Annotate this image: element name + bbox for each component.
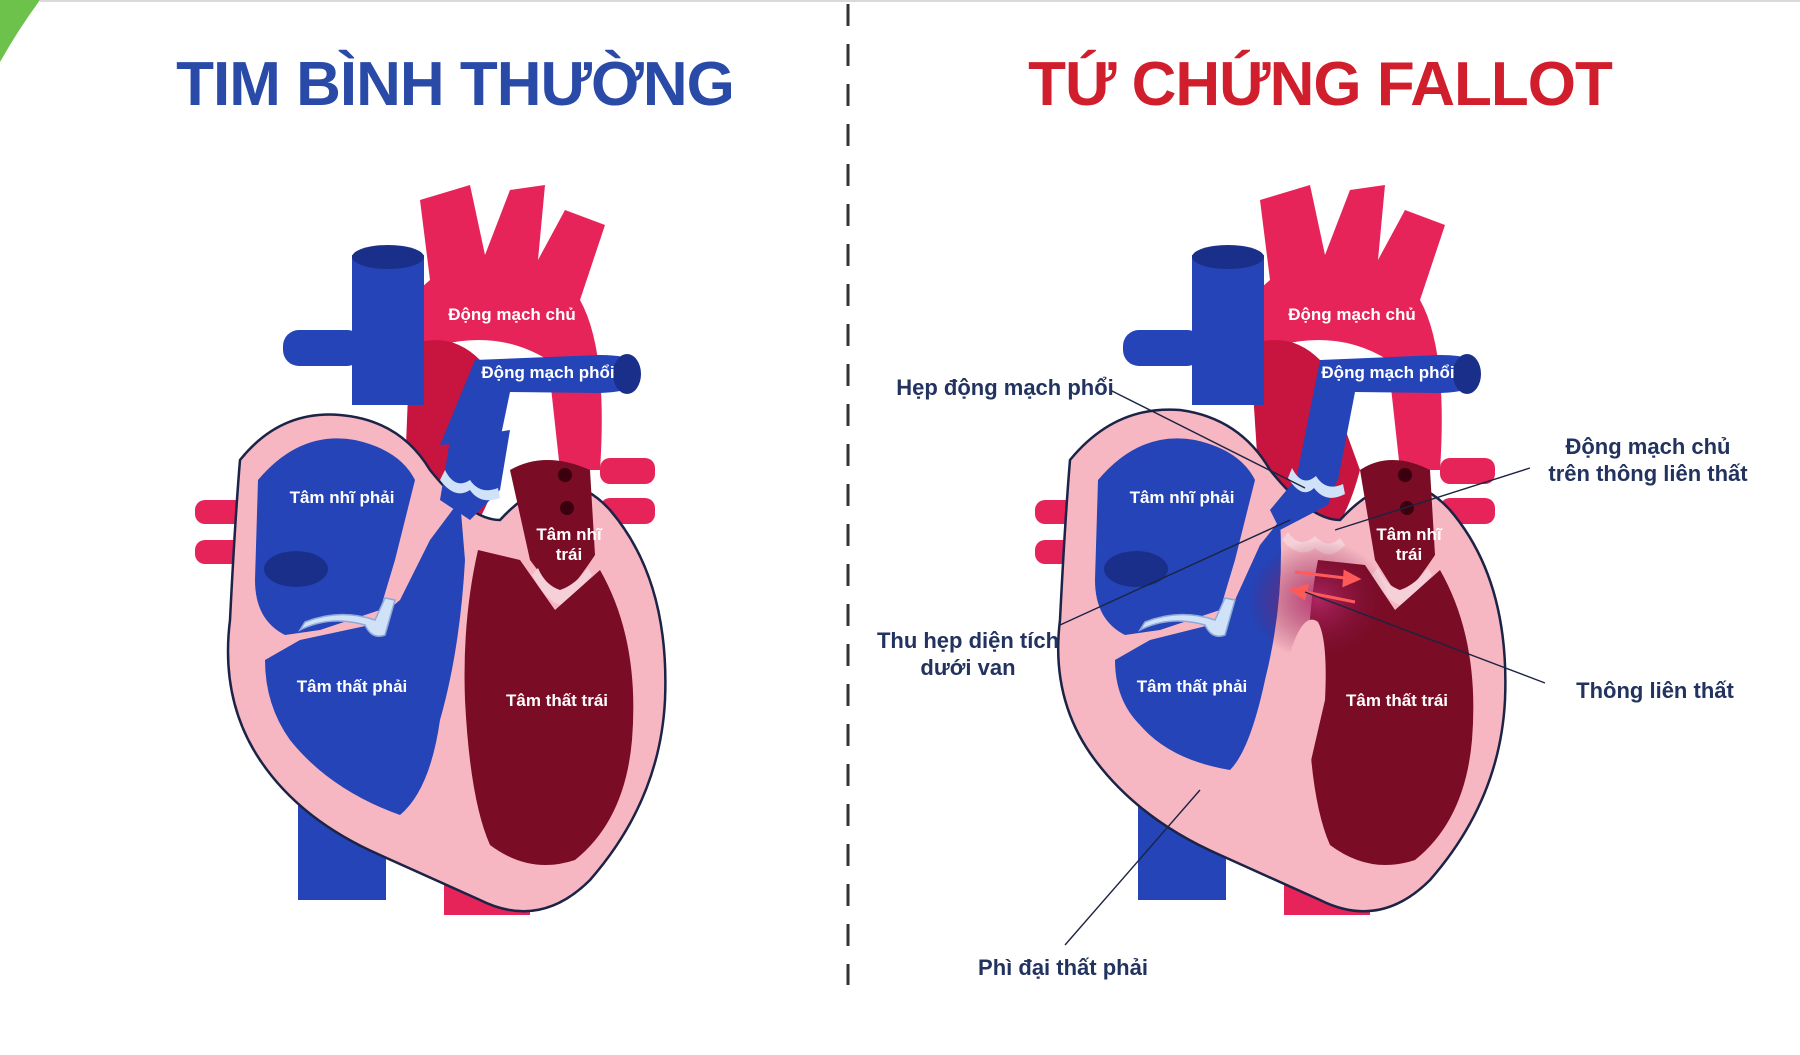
stenotic-pulmonary-valve xyxy=(1288,468,1345,498)
leader-overriding-aorta xyxy=(1334,467,1531,531)
fallot-pulmonary-artery-label: Động mạch phổi xyxy=(1321,363,1454,382)
superior-vena-cava xyxy=(352,255,424,405)
normal-aorta-label: Động mạch chủ xyxy=(448,305,576,324)
pulmonary-vein-opening-1 xyxy=(558,468,572,482)
vena-cava-opening xyxy=(264,551,328,587)
callout-overriding-aorta-line1: Động mạch chủ xyxy=(1565,434,1730,459)
normal-right-ventricle-label: Tâm thất phải xyxy=(297,677,408,696)
callout-infundibular-line2: dưới van xyxy=(920,655,1015,680)
normal-right-atrium-label: Tâm nhĩ phải xyxy=(290,488,395,507)
callout-overriding-aorta-line2: trên thông liên thất xyxy=(1548,461,1748,486)
left-atrium-chamber xyxy=(510,460,595,600)
azygos-vein xyxy=(1123,330,1203,366)
left-ventricle-chamber xyxy=(464,550,634,865)
ventricular-septal-defect xyxy=(1248,540,1388,660)
pulmonary-valve xyxy=(440,470,500,501)
superior-vena-cava-opening xyxy=(1192,245,1264,269)
fallot-callouts: Hẹp động mạch phổi Động mạch chủ trên th… xyxy=(877,375,1748,980)
pulmonary-vein-opening-2 xyxy=(560,501,574,515)
left-atrium-chamber xyxy=(1360,460,1435,600)
fallot-left-atrium-label-line1: Tâm nhĩ xyxy=(1376,525,1442,544)
tricuspid-valve xyxy=(1137,597,1236,637)
normal-left-atrium-label-line2: trái xyxy=(556,545,582,564)
pulmonary-artery-trunk xyxy=(440,355,641,445)
fallot-aorta-label: Động mạch chủ xyxy=(1288,305,1416,324)
mitral-valve xyxy=(532,568,592,605)
superior-vena-cava-opening xyxy=(352,245,424,269)
left-pulmonary-vein-upper xyxy=(1440,458,1495,484)
pulmonary-vein-opening-2 xyxy=(1400,501,1414,515)
leader-infundibular-stenosis xyxy=(1059,519,1291,626)
fallot-left-ventricle-label: Tâm thất trái xyxy=(1346,691,1448,710)
normal-heart-illustration: Động mạch chủ Động mạch phổi Tâm nhĩ phả… xyxy=(195,185,667,915)
normal-pulmonary-artery-label: Động mạch phổi xyxy=(481,363,614,382)
azygos-vein xyxy=(283,330,363,366)
aorta xyxy=(405,185,605,470)
fallot-heart-illustration: Động mạch chủ Động mạch phổi Tâm nhĩ phả… xyxy=(1035,185,1507,915)
callout-rv-hypertrophy: Phì đại thất phải xyxy=(978,955,1148,980)
right-ventricle-chamber xyxy=(265,500,465,815)
vena-cava-opening xyxy=(1104,551,1168,587)
leader-vsd xyxy=(1304,591,1546,684)
fallot-title: TỨ CHỨNG FALLOT xyxy=(1028,50,1613,119)
superior-vena-cava xyxy=(1192,255,1264,405)
pulmonary-artery-end xyxy=(1453,354,1481,394)
fallot-left-atrium-label-line2: trái xyxy=(1396,545,1422,564)
right-ventricle-chamber xyxy=(1115,520,1281,770)
callout-pulmonary-stenosis: Hẹp động mạch phổi xyxy=(896,375,1114,400)
septum-remnant xyxy=(1285,619,1326,770)
normal-left-ventricle-label: Tâm thất trái xyxy=(506,691,608,710)
fallot-right-atrium-label: Tâm nhĩ phải xyxy=(1130,488,1235,507)
fallot-right-ventricle-label: Tâm thất phải xyxy=(1137,677,1248,696)
stenotic-pulmonary-artery xyxy=(1295,355,1481,485)
tricuspid-valve xyxy=(297,597,396,637)
pulmonary-artery-end xyxy=(613,354,641,394)
callout-infundibular-line1: Thu hẹp diện tích xyxy=(877,628,1059,653)
normal-heart-title: TIM BÌNH THƯỜNG xyxy=(176,50,734,119)
pulmonary-vein-opening-1 xyxy=(1398,468,1412,482)
normal-left-atrium-label-line1: Tâm nhĩ xyxy=(536,525,602,544)
corner-accent-shape xyxy=(0,0,40,62)
aorta xyxy=(1245,185,1445,470)
right-ventricular-outflow xyxy=(440,430,510,520)
leader-pulmonary-stenosis xyxy=(1109,389,1306,489)
left-pulmonary-vein-upper xyxy=(600,458,655,484)
shunt-arrow-right xyxy=(1294,569,1362,588)
callout-vsd: Thông liên thất xyxy=(1576,678,1734,703)
leader-rv-hypertrophy xyxy=(1064,789,1201,946)
